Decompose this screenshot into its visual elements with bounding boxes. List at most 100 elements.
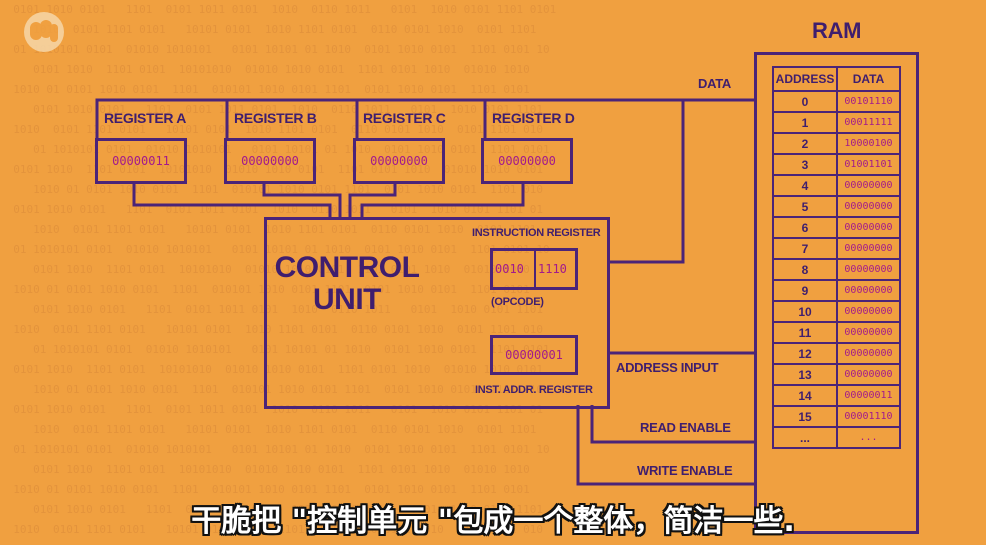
ram-data-cell: 00000000 <box>836 258 901 281</box>
instruction-opcode-value: 0010 <box>495 262 524 276</box>
ram-data-cell: 00000000 <box>836 342 901 365</box>
ram-data-cell: 00000000 <box>836 279 901 302</box>
register-d-box: 00000000 <box>481 138 573 184</box>
ram-header-row: ADDRESS DATA <box>772 66 901 92</box>
ram-address-cell: 0 <box>772 90 838 113</box>
opcode-label: (OPCODE) <box>491 296 544 308</box>
ram-address-cell: 2 <box>772 132 838 155</box>
instruction-bus-wire <box>608 100 685 264</box>
control-unit-title-line1: CONTROL <box>274 251 420 284</box>
ram-address-cell: 10 <box>772 300 838 323</box>
ram-box <box>754 52 919 534</box>
ram-address-cell: 7 <box>772 237 838 260</box>
register-b-to-cu-wire <box>262 182 342 218</box>
ram-address-cell: 5 <box>772 195 838 218</box>
register-b-label: REGISTER B <box>234 110 317 126</box>
inst-addr-register-label: INST. ADDR. REGISTER <box>475 384 593 396</box>
register-b-value: 00000000 <box>241 154 299 168</box>
ram-data-cell: 00000000 <box>836 174 901 197</box>
ram-address-cell: 15 <box>772 405 838 428</box>
control-unit-box <box>264 217 610 409</box>
ram-address-cell: 4 <box>772 174 838 197</box>
ram-data-cell: 00000011 <box>836 384 901 407</box>
register-a-label: REGISTER A <box>104 110 187 126</box>
control-unit-title: CONTROL UNIT <box>272 252 422 316</box>
ram-data-cell: ... <box>836 426 901 449</box>
ram-address-cell: 13 <box>772 363 838 386</box>
ram-address-cell: ... <box>772 426 838 449</box>
channel-logo <box>24 12 64 52</box>
address-input-label: ADDRESS INPUT <box>616 360 719 375</box>
register-a-value: 00000011 <box>112 154 170 168</box>
control-unit-title-line2: UNIT <box>313 283 382 316</box>
register-a-to-cu-wire <box>132 182 332 218</box>
register-c-to-cu-wire <box>348 182 397 218</box>
data-bus-label: DATA <box>698 76 731 91</box>
register-b-box: 00000000 <box>224 138 316 184</box>
read-enable-label: READ ENABLE <box>640 420 731 435</box>
ram-address-header: ADDRESS <box>772 66 838 92</box>
instruction-register-label: INSTRUCTION REGISTER <box>472 227 601 239</box>
ram-data-cell: 00000000 <box>836 363 901 386</box>
video-subtitle: 干脆把 "控制单元 "包成一个整体，简洁一些. <box>191 504 795 539</box>
ram-data-cell: 00101110 <box>836 90 901 113</box>
ram-data-cell: 00011111 <box>836 111 901 134</box>
ram-address-cell: 1 <box>772 111 838 134</box>
ram-address-cell: 12 <box>772 342 838 365</box>
ram-data-cell: 00000000 <box>836 237 901 260</box>
data-bus-wire <box>95 98 755 140</box>
register-d-label: REGISTER D <box>492 110 575 126</box>
register-a-box: 00000011 <box>95 138 187 184</box>
register-c-value: 00000000 <box>370 154 428 168</box>
ram-address-cell: 8 <box>772 258 838 281</box>
read-enable-wire <box>590 405 755 444</box>
inst-addr-register-box: 00000001 <box>490 335 578 375</box>
ram-data-cell: 00000000 <box>836 321 901 344</box>
logo-head-icon <box>40 20 52 38</box>
ram-data-cell: 10000100 <box>836 132 901 155</box>
register-d-to-cu-wire <box>360 182 525 218</box>
register-c-box: 00000000 <box>353 138 445 184</box>
ram-title: RAM <box>812 18 862 43</box>
ram-data-cell: 00000000 <box>836 300 901 323</box>
register-d-value: 00000000 <box>498 154 556 168</box>
logo-head-icon <box>50 24 58 42</box>
ram-data-cell: 01001101 <box>836 153 901 176</box>
ram-address-cell: 6 <box>772 216 838 239</box>
ram-data-header: DATA <box>836 66 901 92</box>
ram-address-cell: 9 <box>772 279 838 302</box>
instruction-operand-value: 1110 <box>538 262 567 276</box>
ram-data-cell: 00000000 <box>836 216 901 239</box>
ram-address-cell: 3 <box>772 153 838 176</box>
ram-address-cell: 14 <box>772 384 838 407</box>
logo-head-icon <box>30 22 42 40</box>
ram-data-cell: 00001110 <box>836 405 901 428</box>
ram-row: ...... <box>772 426 901 449</box>
ram-data-cell: 00000000 <box>836 195 901 218</box>
ram-address-cell: 11 <box>772 321 838 344</box>
instruction-register-divider <box>534 250 536 288</box>
write-enable-label: WRITE ENABLE <box>637 463 733 478</box>
inst-addr-register-value: 00000001 <box>505 348 563 362</box>
write-enable-wire <box>576 405 755 486</box>
register-c-label: REGISTER C <box>363 110 446 126</box>
instruction-register-box <box>490 248 578 290</box>
